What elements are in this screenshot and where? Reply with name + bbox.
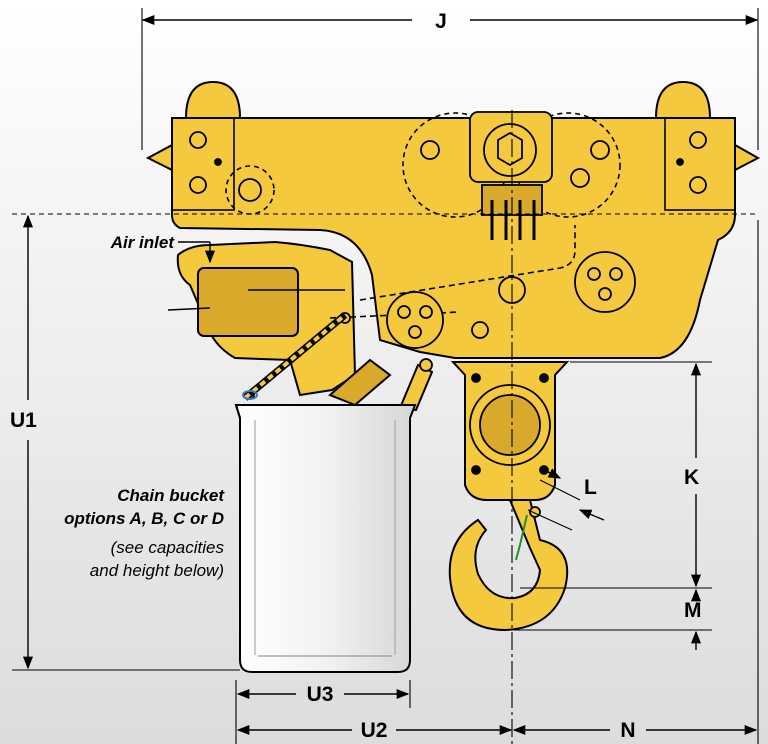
label-m: M [684, 599, 702, 622]
bucket-callout-line3: (see capacities [111, 538, 225, 557]
label-k: K [684, 466, 699, 489]
bucket-callout-line4: and height below) [90, 561, 224, 580]
right-lifting-lug [654, 80, 712, 119]
dim-l-a [539, 467, 562, 479]
motor-edge [167, 307, 211, 311]
air-inlet-callout: Air inlet [110, 233, 176, 252]
label-n: N [620, 719, 635, 742]
label-j: J [435, 10, 447, 33]
label-u2: U2 [361, 719, 388, 742]
left-sheave [386, 291, 444, 349]
left-lifting-lug [184, 80, 242, 119]
dimension-labels: J U1 K L M U3 U2 N [10, 10, 702, 742]
label-u3: U3 [307, 683, 334, 706]
motor-block [197, 267, 299, 337]
left-end-plate [171, 117, 235, 211]
right-end-plate [664, 117, 736, 211]
callouts: Air inlet Chain bucket options A, B, C o… [64, 233, 225, 580]
chain-bucket [234, 404, 417, 673]
brake-arm [328, 358, 392, 407]
centerlines [12, 8, 759, 744]
dimension-lines [22, 14, 759, 736]
bucket-callout-line2: options A, B, C or D [64, 509, 224, 528]
right-sheave [574, 251, 636, 313]
label-l: L [584, 476, 597, 499]
dim-l-b [578, 509, 605, 521]
load-chain [242, 312, 528, 561]
bucket-callout-line1: Chain bucket [117, 486, 225, 505]
extension-l-a [539, 479, 581, 501]
extension-l-b [527, 509, 573, 531]
valve-assembly [469, 111, 553, 240]
chain-path-dashed [359, 225, 576, 301]
label-u1: U1 [10, 409, 37, 432]
